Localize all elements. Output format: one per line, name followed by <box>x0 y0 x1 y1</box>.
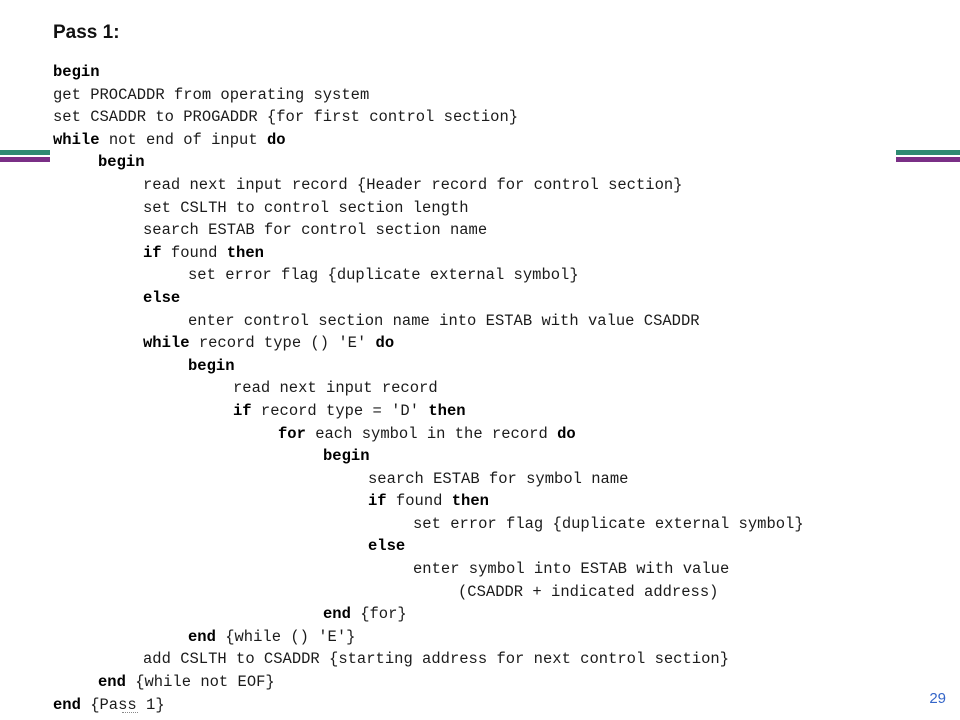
code-text: search ESTAB for control section name <box>143 221 488 240</box>
code-text: add CSLTH to CSADDR {starting address fo… <box>143 650 729 669</box>
keyword: while <box>53 130 100 149</box>
keyword: begin <box>53 63 100 81</box>
code-line: add CSLTH to CSADDR {starting address fo… <box>53 648 804 671</box>
code-line: begin <box>53 61 804 84</box>
keyword: while <box>143 334 190 353</box>
code-line: (CSADDR + indicated address) <box>53 581 804 604</box>
code-text: record type () 'E' <box>189 334 376 353</box>
keyword: begin <box>323 447 370 466</box>
keyword: then <box>428 401 466 420</box>
keyword: do <box>266 130 286 149</box>
code-line: end {for} <box>53 603 804 626</box>
keyword: end <box>53 695 81 714</box>
code-line: end {while not EOF} <box>53 671 804 694</box>
code-text: enter control section name into ESTAB wi… <box>188 311 700 330</box>
code-text: {while () 'E'} <box>215 627 356 646</box>
code-line: for each symbol in the record do <box>53 423 804 446</box>
keyword: end <box>98 673 126 692</box>
keyword: for <box>278 424 306 443</box>
keyword: end <box>188 627 216 646</box>
pseudocode-block: begin get PROCADDR from operating system s… <box>53 61 804 716</box>
code-line: begin <box>53 151 804 174</box>
keyword: do <box>557 424 576 443</box>
code-text: found <box>161 243 227 262</box>
keyword: do <box>375 334 395 353</box>
code-text: not end of input <box>99 130 267 149</box>
code-text: get PROCADDR from operating system <box>53 85 370 104</box>
code-text: enter symbol into ESTAB with value <box>413 560 730 579</box>
code-line: set CSADDR to PROGADDR {for first contro… <box>53 106 804 129</box>
scan-artifact <box>122 712 138 716</box>
keyword: then <box>226 243 264 262</box>
code-line: set CSLTH to control section length <box>53 197 804 220</box>
code-text: {for} <box>350 605 407 624</box>
pass-heading: Pass 1: <box>53 22 120 43</box>
page-number: 29 <box>929 690 946 707</box>
code-line: search ESTAB for control section name <box>53 219 804 242</box>
decorative-bar-right <box>896 150 960 163</box>
keyword: else <box>143 288 181 307</box>
keyword: begin <box>188 356 235 375</box>
code-line: read next input record {Header record fo… <box>53 174 804 197</box>
code-text: {while not EOF} <box>125 673 275 692</box>
keyword: if <box>368 492 387 511</box>
keyword: begin <box>98 153 145 172</box>
keyword: then <box>451 492 489 511</box>
code-line: set error flag {duplicate external symbo… <box>53 513 804 536</box>
code-line: enter symbol into ESTAB with value <box>53 558 804 581</box>
code-line: search ESTAB for symbol name <box>53 468 804 491</box>
code-line: while not end of input do <box>53 129 804 152</box>
code-text: search ESTAB for symbol name <box>368 469 629 488</box>
code-text: set error flag {duplicate external symbo… <box>188 266 579 285</box>
code-text: {Pass 1} <box>80 695 165 714</box>
code-text: set error flag {duplicate external symbo… <box>413 514 804 533</box>
code-line: end {Pass 1} <box>53 694 804 717</box>
keyword: if <box>143 243 162 262</box>
code-text: (CSADDR + indicated address) <box>458 582 719 601</box>
code-text: each symbol in the record <box>305 424 558 443</box>
code-line: while record type () 'E' do <box>53 332 804 355</box>
decorative-bar-left <box>0 150 50 163</box>
code-text: record type = 'D' <box>251 401 429 420</box>
code-text: read next input record <box>233 379 438 398</box>
code-line: enter control section name into ESTAB wi… <box>53 310 804 333</box>
code-line: if found then <box>53 242 804 265</box>
code-line: else <box>53 287 804 310</box>
code-line: else <box>53 535 804 558</box>
code-line: read next input record <box>53 377 804 400</box>
code-text: read next input record {Header record fo… <box>143 175 683 194</box>
code-text: set CSADDR to PROGADDR {for first contro… <box>53 108 519 127</box>
code-line: get PROCADDR from operating system <box>53 84 804 107</box>
code-line: begin <box>53 445 804 468</box>
keyword: else <box>368 537 406 556</box>
code-text: found <box>386 492 452 511</box>
code-text: set CSLTH to control section length <box>143 198 469 217</box>
keyword: end <box>323 605 351 624</box>
scanned-page <box>50 18 896 718</box>
code-line: set error flag {duplicate external symbo… <box>53 264 804 287</box>
code-line: if found then <box>53 490 804 513</box>
keyword: if <box>233 401 252 420</box>
code-line: end {while () 'E'} <box>53 626 804 649</box>
code-line: if record type = 'D' then <box>53 400 804 423</box>
code-line: begin <box>53 355 804 378</box>
